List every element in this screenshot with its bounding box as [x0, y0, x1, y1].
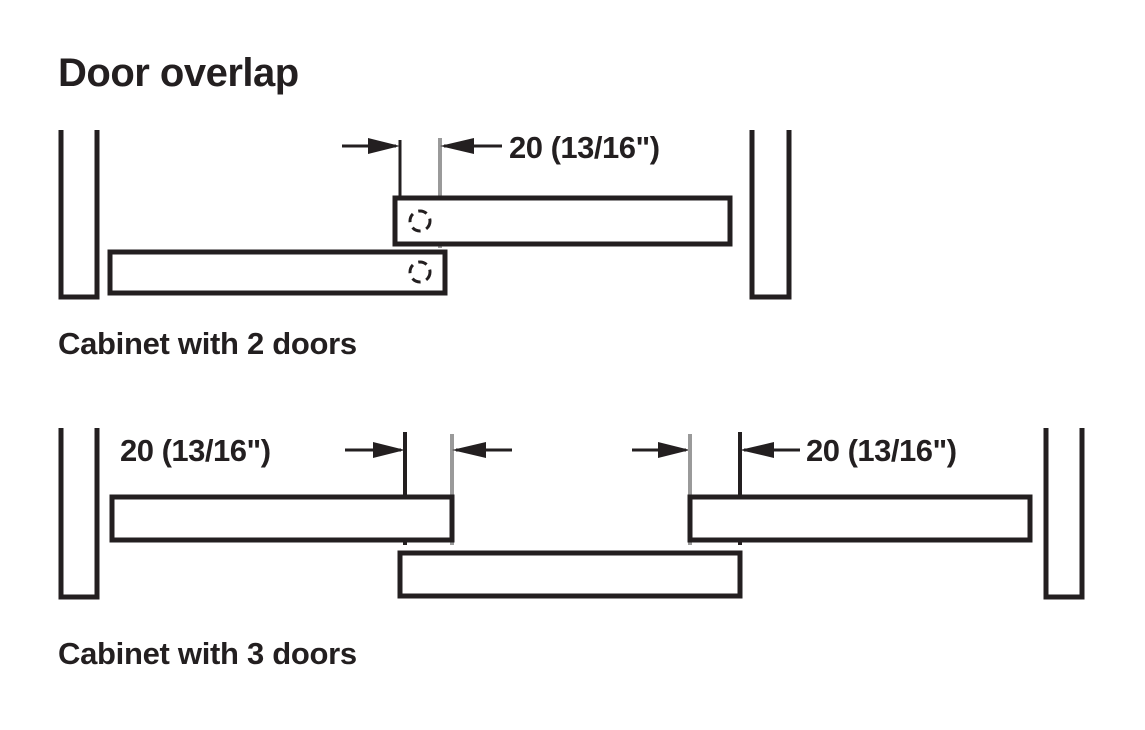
door-upper: [392, 195, 733, 247]
door-right: [687, 494, 1033, 543]
dimension-label-overlap-left: 20 (13/16"): [120, 433, 271, 468]
dimension-arrow-left-outer: [345, 442, 405, 458]
cabinet-side-panel-right: [1043, 428, 1085, 600]
caption-cabinet-2-doors: Cabinet with 2 doors: [58, 326, 357, 361]
page-title: Door overlap: [58, 51, 299, 95]
hinge-cup-icon: [408, 209, 432, 233]
dimension-arrow-left: [342, 138, 400, 154]
hinge-cup-icon: [408, 260, 432, 284]
dimension-arrow-left-inner: [452, 442, 512, 458]
dimension-arrow-right-outer: [740, 442, 800, 458]
caption-cabinet-3-doors: Cabinet with 3 doors: [58, 636, 357, 671]
cabinet-side-panel-left: [58, 130, 100, 300]
dimension-label-overlap-right: 20 (13/16"): [806, 433, 957, 468]
door-lower: [107, 249, 448, 296]
dimension-arrow-right: [440, 138, 502, 154]
door-middle: [397, 550, 743, 599]
cabinet-side-panel-left: [58, 428, 100, 600]
dimension-label-overlap: 20 (13/16"): [509, 130, 660, 165]
door-left: [109, 494, 455, 543]
figure-cabinet-2-doors: 20 (13/16"): [0, 0, 1145, 330]
cabinet-side-panel-right: [749, 130, 792, 300]
dimension-arrow-right-inner: [632, 442, 690, 458]
drawing-cabinet-2-doors: 20 (13/16"): [58, 130, 792, 300]
